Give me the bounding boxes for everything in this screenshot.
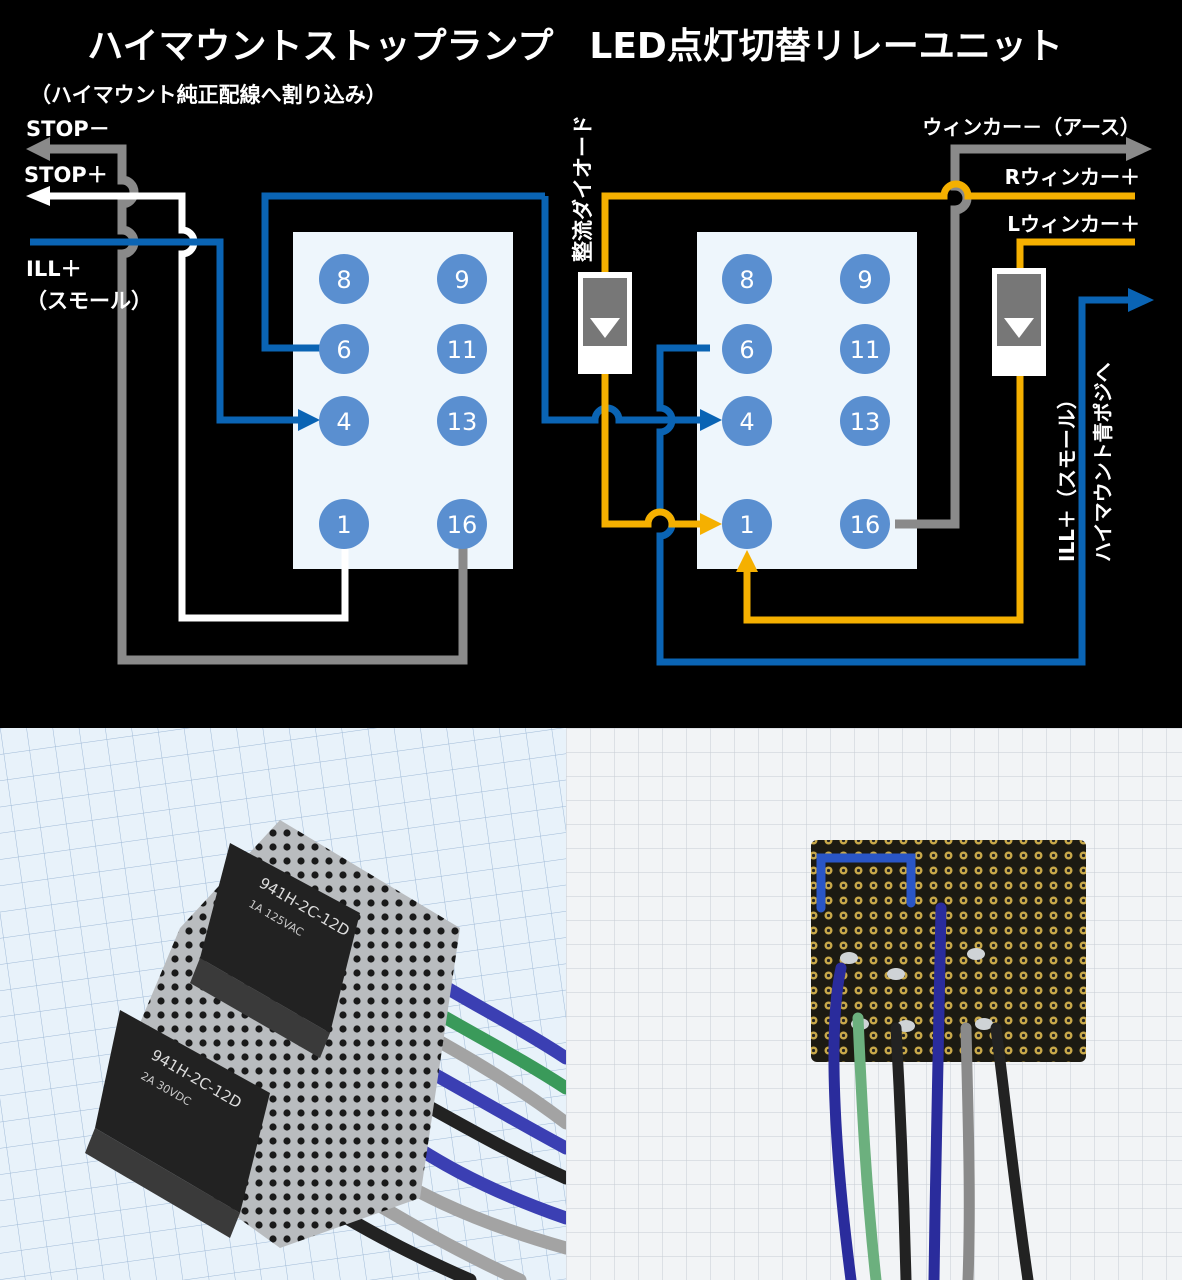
stop-minus-label: STOP－ <box>26 117 110 141</box>
diode-label: 整流ダイオード <box>571 115 595 262</box>
wiring-diagram: ハイマウントストップランプ LED点灯切替リレーユニット （ハイマウント純正配線… <box>24 26 1154 666</box>
pin1-lwinker-arrow <box>736 550 758 572</box>
pin-label: 11 <box>850 336 881 364</box>
l-winker-wire <box>743 238 1135 624</box>
r-winker-label: Rウィンカー＋ <box>1005 165 1140 189</box>
ill-plus-label: ILL＋ <box>26 257 82 281</box>
relay-right-pins: 8 9 6 11 4 13 1 16 <box>722 254 890 549</box>
pin-label: 16 <box>850 511 881 539</box>
orange-wires <box>601 180 1135 624</box>
diode-right <box>992 268 1046 376</box>
pin-label: 8 <box>739 266 754 294</box>
diagram-title: ハイマウントストップランプ LED点灯切替リレーユニット <box>87 26 1063 67</box>
photo-solder-side <box>566 728 1182 1280</box>
ill-small-vertical-label: ILL＋（スモール） <box>1055 389 1079 562</box>
pin-label: 6 <box>336 336 351 364</box>
photo-relay-assembly: 941H-2C-12D 1A 125VAC 941H-2C-12D 2A 30V… <box>0 728 566 1280</box>
pin-label: 9 <box>454 266 469 294</box>
stop-plus-arrow <box>26 186 50 206</box>
relay-link-wire-6 <box>261 192 545 352</box>
r-winker-wire <box>601 180 1135 272</box>
blue-pos-vertical-label: ハイマウント青ポジへ <box>1091 362 1115 562</box>
stop-minus-wire <box>48 144 468 665</box>
pin-label: 1 <box>336 511 351 539</box>
diode-to-pin1-wire <box>601 374 700 528</box>
pin-label: 13 <box>850 408 881 436</box>
winker-earth-label: ウィンカー－（アース） <box>922 115 1140 139</box>
pin1-orange-arrow <box>700 513 722 535</box>
relay-left-pins: 8 9 6 11 4 13 1 16 <box>319 254 487 549</box>
pin-label: 4 <box>336 408 351 436</box>
blue-pos-arrow <box>1128 288 1154 312</box>
pin-label: 4 <box>739 408 754 436</box>
pin-label: 16 <box>447 511 478 539</box>
pin-label: 11 <box>447 336 478 364</box>
wire-labels: STOP－ STOP＋ ILL＋ （スモール） ウィンカー－（アース） Rウィン… <box>24 115 1140 562</box>
pin4-right-arrow <box>700 409 722 431</box>
winker-earth-arrow <box>1126 137 1152 161</box>
stop-minus-arrow <box>26 137 50 161</box>
pin-label: 13 <box>447 408 478 436</box>
pin-label: 1 <box>739 511 754 539</box>
diode-triangle-icon <box>590 318 620 338</box>
small-label: （スモール） <box>26 289 152 313</box>
ill-plus-wire <box>30 238 300 424</box>
l-winker-label: Lウィンカー＋ <box>1007 212 1140 236</box>
pin-label: 9 <box>857 266 872 294</box>
diode-triangle-icon <box>1004 318 1034 338</box>
pin4-left-arrow <box>298 409 320 431</box>
diagram-subtitle: （ハイマウント純正配線へ割り込み） <box>30 83 387 107</box>
pin-label: 6 <box>739 336 754 364</box>
pin-label: 8 <box>336 266 351 294</box>
diode-left <box>578 272 632 374</box>
stop-plus-label: STOP＋ <box>24 163 108 187</box>
